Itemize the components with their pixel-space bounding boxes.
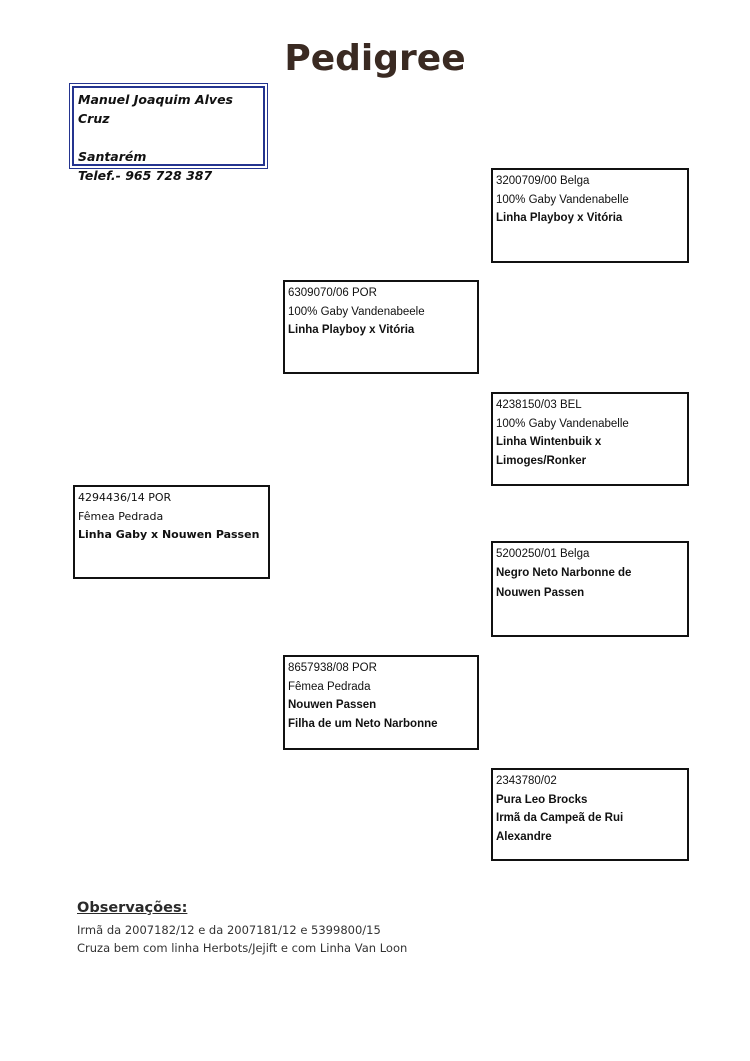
dam-sire-line3: Nouwen Passen (496, 587, 585, 599)
sire-dam-line4: Limoges/Ronker (496, 454, 587, 467)
owner-city: Santarém (78, 149, 147, 164)
sire-sire-box: 3200709/00 Belga 100% Gaby Vandenabelle … (491, 168, 689, 263)
dam-line4: Filha de um Neto Narbonne (288, 717, 438, 730)
owner-name: Manuel Joaquim Alves Cruz (78, 92, 233, 126)
subject-line2: Fêmea Pedrada (78, 509, 164, 523)
dam-line3: Nouwen Passen (288, 699, 377, 711)
sire-line2: 100% Gaby Vandenabeele (288, 305, 425, 318)
dam-line2: Fêmea Pedrada (288, 680, 371, 693)
sire-line3: Linha Playboy x Vitória (288, 324, 415, 336)
dam-sire-ring: 5200250/01 Belga (496, 548, 590, 560)
dam-dam-line2: Pura Leo Brocks (496, 793, 588, 806)
dam-dam-box: 2343780/02 Pura Leo Brocks Irmã da Campe… (491, 768, 689, 861)
sire-sire-line3: Linha Playboy x Vitória (496, 212, 623, 224)
observations-line-2: Cruza bem com linha Herbots/Jejift e com… (77, 941, 408, 955)
owner-info-box: Manuel Joaquim Alves Cruz Santarém Telef… (69, 83, 268, 183)
dam-dam-line3: Irmã da Campeã de Rui (496, 812, 624, 824)
subject-line3: Linha Gaby x Nouwen Passen (78, 528, 260, 541)
dam-box: 8657938/08 POR Fêmea Pedrada Nouwen Pass… (283, 655, 479, 750)
dam-sire-line2: Negro Neto Narbonne de (496, 566, 632, 579)
sire-box: 6309070/06 POR 100% Gaby Vandenabeele Li… (283, 280, 479, 374)
observations-heading: Observações: (77, 900, 188, 916)
sire-sire-line2: 100% Gaby Vandenabelle (496, 193, 629, 206)
owner-phone: Telef.- 965 728 387 (78, 168, 213, 183)
sire-dam-ring: 4238150/03 BEL (496, 399, 582, 411)
dam-dam-ring: 2343780/02 (496, 775, 557, 787)
observations-line-1: Irmã da 2007182/12 e da 2007181/12 e 539… (77, 923, 381, 937)
sire-dam-line2: 100% Gaby Vandenabelle (496, 417, 629, 430)
dam-dam-line4: Alexandre (496, 830, 552, 843)
sire-dam-line3: Linha Wintenbuik x (496, 436, 602, 448)
dam-sire-box: 5200250/01 Belga Negro Neto Narbonne de … (491, 541, 689, 637)
sire-ring: 6309070/06 POR (288, 287, 377, 299)
dam-ring: 8657938/08 POR (288, 662, 377, 674)
sire-dam-box: 4238150/03 BEL 100% Gaby Vandenabelle Li… (491, 392, 689, 486)
subject-box: 4294436/14 POR Fêmea Pedrada Linha Gaby … (73, 485, 270, 579)
subject-ring: 4294436/14 POR (78, 491, 172, 504)
page-title: Pedigree (284, 38, 466, 79)
sire-sire-ring: 3200709/00 Belga (496, 175, 590, 187)
